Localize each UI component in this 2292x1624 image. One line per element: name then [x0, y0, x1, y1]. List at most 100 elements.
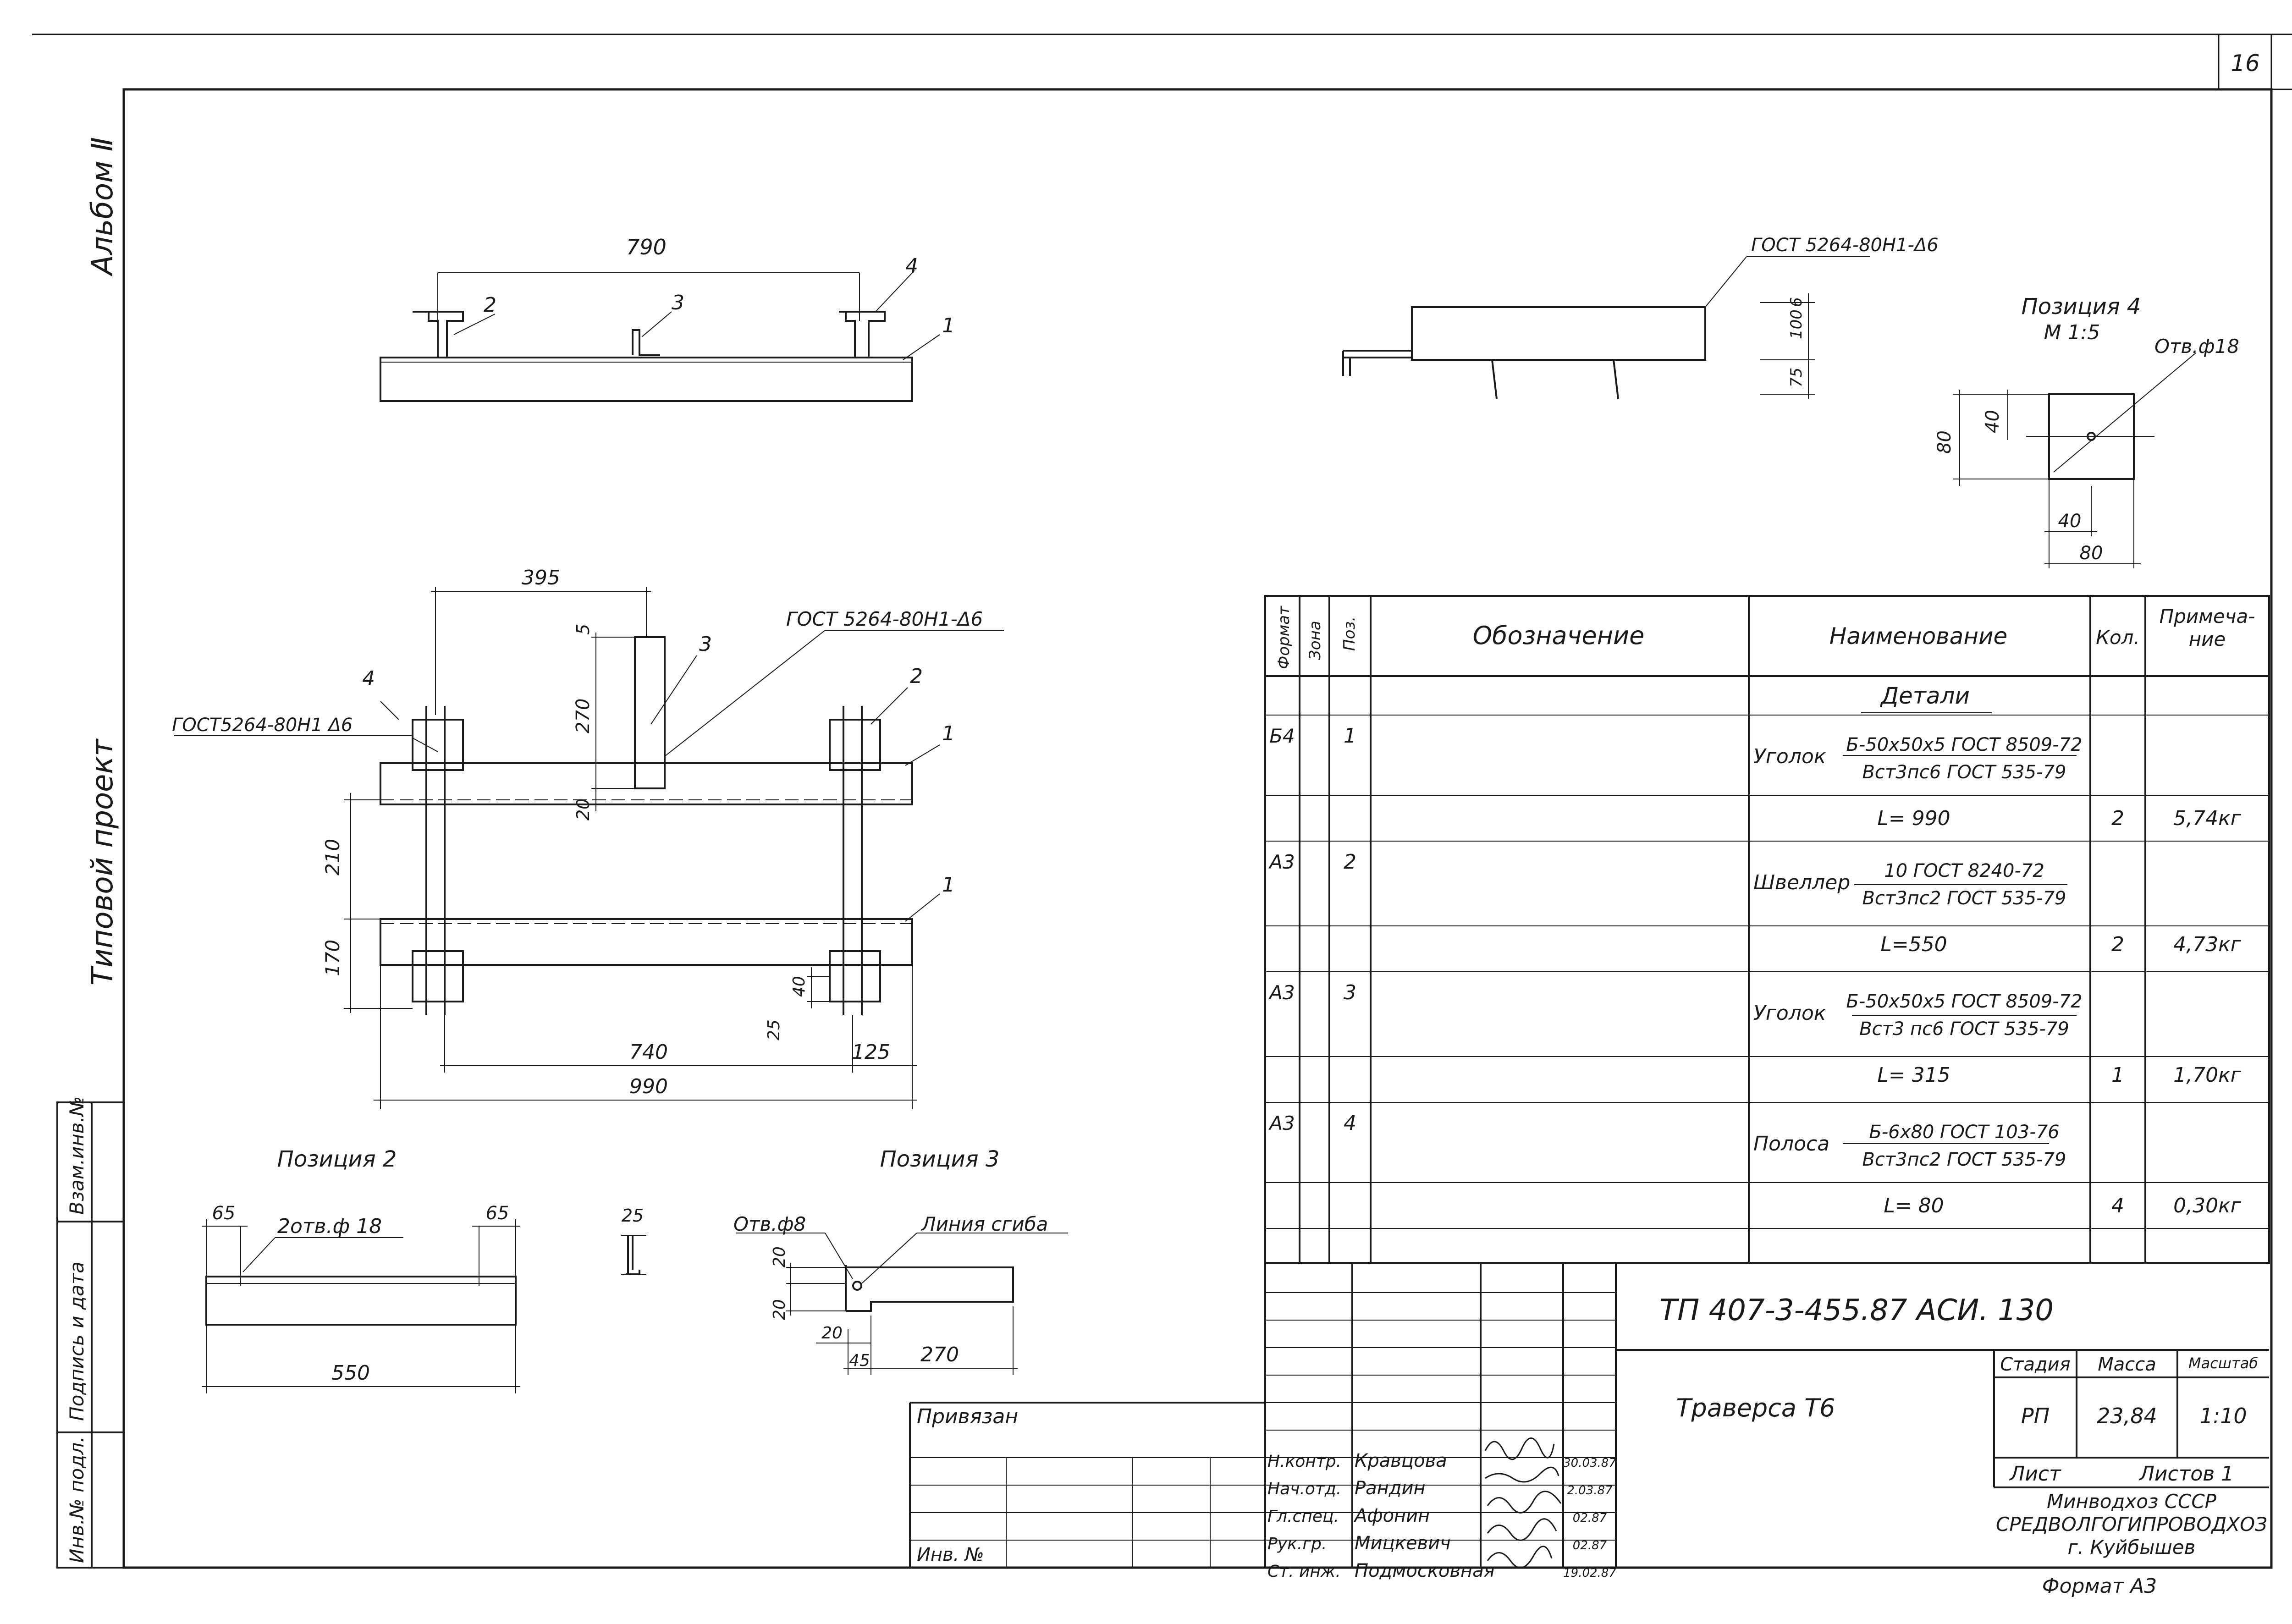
approval-name: Афонин [1353, 1505, 1430, 1526]
title-sheet-h: Лист [2009, 1462, 2061, 1486]
title-format: Формат А3 [2042, 1574, 2157, 1598]
stamp-replace-inv: Взам.инв.№ [66, 1096, 88, 1215]
spec-row-spec-bottom: Вст3 пс6 ГОСТ 535-79 [1859, 1018, 2069, 1040]
pos3-dim-25: 25 [622, 1206, 644, 1226]
approval-date: 2.03.87 [1567, 1484, 1613, 1497]
side-weld-note: ГОСТ 5264-80Н1-Δ6 [1751, 235, 1939, 256]
spec-row-pos: 3 [1344, 981, 1356, 1004]
plan-dim-990: 990 [629, 1075, 668, 1098]
plan-callout-1a: 1 [942, 722, 955, 745]
side-dim-100: 100 [1787, 309, 1806, 339]
title-scale: 1:10 [2199, 1404, 2247, 1428]
stamp-inv-original: Инв.№ подл. [66, 1437, 88, 1563]
pos3-title: Позиция 3 [880, 1146, 1000, 1172]
plan-weld-right: ГОСТ 5264-80Н1-Δ6 [786, 608, 983, 630]
approval-name: Кравцова [1355, 1450, 1447, 1471]
approval-role: Ст. инж. [1267, 1562, 1341, 1581]
pos3-dim-45: 45 [849, 1351, 870, 1370]
spec-row-qty: 2 [2111, 933, 2124, 956]
spec-row-qty: 1 [2111, 1063, 2124, 1087]
spec-row-note: 0,30кг [2173, 1194, 2242, 1217]
side-view [1342, 256, 1870, 399]
spec-row-name: Швеллер [1753, 871, 1850, 894]
pos2-dim-65b: 65 [486, 1203, 509, 1224]
spec-table [1264, 595, 2270, 1264]
spec-h-name: Наименование [1829, 623, 2008, 650]
spec-row-format: А3 [1268, 851, 1295, 873]
spec-h-qty: Кол. [2096, 626, 2140, 649]
stamp-sign-date: Подпись и дата [66, 1261, 88, 1421]
spec-row-qty: 4 [2111, 1194, 2124, 1217]
pos3-dim-270: 270 [920, 1343, 959, 1366]
signatures [1484, 1437, 1562, 1569]
spec-row-pos: 4 [1344, 1112, 1356, 1135]
plan-weld-left: ГОСТ5264-80Н1 Δ6 [172, 715, 353, 736]
plan-dim-5: 5 [573, 624, 593, 635]
plan-dim-25: 25 [765, 1019, 783, 1040]
title-mass-h: Масса [2098, 1354, 2156, 1375]
spec-row-note: 4,73кг [2173, 933, 2242, 956]
title-inv: Инв. № [917, 1544, 984, 1565]
spec-row-format: А3 [1268, 1112, 1295, 1134]
spec-row-spec-top: Б-50х50х5 ГОСТ 8509-72 [1846, 734, 2082, 755]
spec-h-format: Формат [1275, 606, 1293, 669]
plan-dim-125: 125 [852, 1040, 890, 1064]
pos2-holes: 2отв.ф 18 [277, 1215, 382, 1238]
spec-row-spec-top: Б-50х50х5 ГОСТ 8509-72 [1846, 991, 2082, 1012]
spec-row-spec-bottom: Вст3пс2 ГОСТ 535-79 [1862, 888, 2066, 909]
pos2-dim-550: 550 [331, 1361, 370, 1385]
spec-h-note: Примеча-ние [2159, 605, 2255, 650]
plan-dim-270: 270 [573, 699, 594, 733]
spec-row-spec-top: Б-6х80 ГОСТ 103-76 [1869, 1122, 2059, 1143]
pos4-title: Позиция 4 [2022, 294, 2141, 319]
spec-row-name: Уголок [1753, 1002, 1826, 1025]
plan-view [174, 587, 1004, 1109]
approval-role: Рук.гр. [1267, 1535, 1327, 1553]
spec-row-spec-top: 10 ГОСТ 8240-72 [1884, 860, 2044, 881]
side-stamp [56, 1101, 125, 1569]
title-sheets-h: Листов 1 [2138, 1462, 2234, 1486]
pos4-dim-40v: 40 [1982, 410, 2003, 433]
top-callout-2: 2 [484, 293, 496, 317]
plan-callout-1b: 1 [942, 873, 955, 897]
approval-date: 02.87 [1573, 1511, 1607, 1525]
pos2-title: Позиция 2 [277, 1146, 397, 1172]
plan-dim-210: 210 [321, 839, 344, 875]
spec-row-name: Уголок [1753, 745, 1826, 768]
title-stage: РП [2021, 1404, 2050, 1428]
top-callout-4: 4 [905, 254, 918, 278]
title-mass: 23,84 [2097, 1404, 2157, 1428]
approval-name: Мицкевич [1355, 1533, 1451, 1554]
pos4-hole: Отв.ф18 [2154, 335, 2239, 358]
pos3-dim-20a: 20 [770, 1246, 789, 1267]
plan-dim-20: 20 [573, 798, 593, 820]
spec-h-note-box: Примеча-ние [2159, 605, 2255, 650]
approval-name: Рандин [1355, 1478, 1426, 1499]
pos2-dim-65a: 65 [212, 1203, 236, 1224]
approval-name: Подмосковная [1355, 1560, 1495, 1581]
spec-row-pos: 1 [1344, 724, 1356, 748]
approval-date: 30.03.87 [1563, 1456, 1616, 1470]
spec-row-name: Полоса [1753, 1132, 1829, 1156]
pos4-dim-80h: 80 [2080, 543, 2103, 564]
title-name: Траверса Т6 [1676, 1393, 1835, 1422]
approval-date: 02.87 [1573, 1539, 1607, 1552]
top-view [380, 270, 940, 402]
pos2-view [202, 1219, 520, 1393]
plan-dim-395: 395 [522, 566, 560, 589]
pos4-dim-80v: 80 [1934, 430, 1955, 454]
approval-role: Нач.отд. [1267, 1480, 1341, 1498]
plan-dim-170: 170 [321, 940, 344, 976]
spec-h-zone: Зона [1306, 621, 1324, 660]
spec-row-pos: 2 [1344, 850, 1356, 874]
spec-h-designation: Обозначение [1473, 621, 1645, 650]
pos3-view [621, 1233, 1068, 1375]
title-stage-h: Стадия [2000, 1354, 2070, 1375]
approval-role: Н.контр. [1267, 1452, 1341, 1471]
spec-row-format: Б4 [1269, 725, 1295, 747]
spec-row-length: L=550 [1880, 933, 1947, 956]
spec-h-pos: Поз. [1340, 617, 1359, 651]
spec-row-spec-bottom: Вст3пс2 ГОСТ 535-79 [1862, 1149, 2066, 1170]
